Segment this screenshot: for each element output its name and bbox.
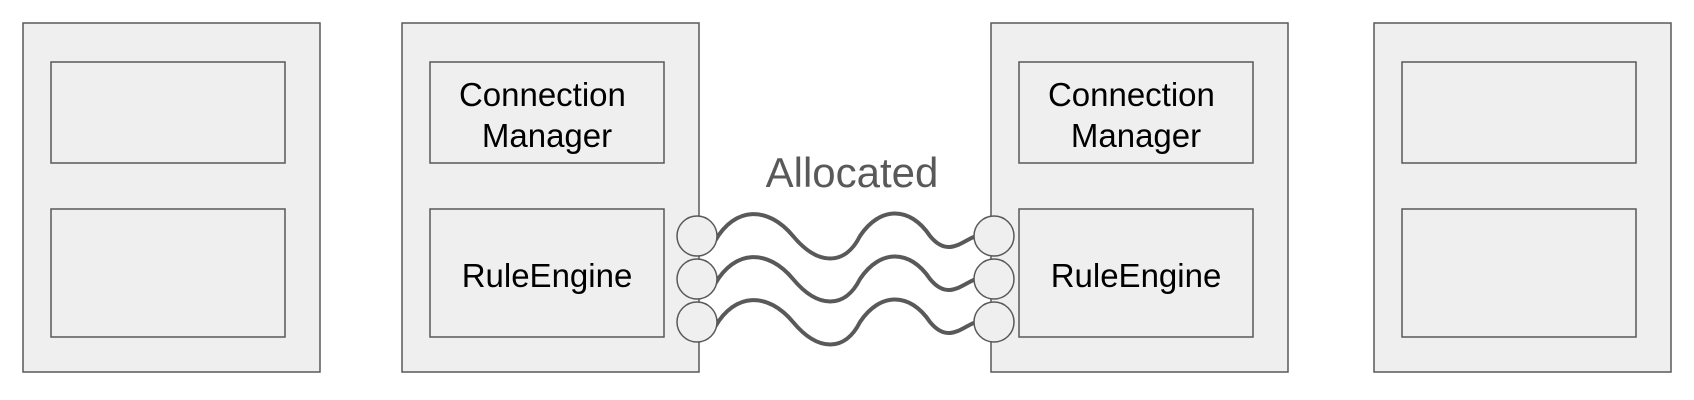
left-connection-manager-box bbox=[429, 61, 665, 164]
left-connection-manager-line2: Manager bbox=[482, 117, 612, 154]
connection-wave-2 bbox=[713, 254, 978, 304]
allocated-connections bbox=[676, 211, 1015, 347]
left-port-3 bbox=[676, 301, 718, 343]
left-connection-manager-line1: Connection bbox=[459, 76, 626, 113]
right-server-node: Connection Manager RuleEngine bbox=[990, 22, 1289, 373]
left-outer-bottom-component bbox=[50, 208, 286, 338]
left-outer-top-component bbox=[50, 61, 286, 164]
left-port-1 bbox=[676, 215, 718, 257]
connection-wave-1 bbox=[713, 211, 978, 261]
left-outer-node bbox=[22, 22, 321, 373]
right-connection-manager-label: Connection Manager bbox=[1048, 76, 1224, 154]
right-port-1 bbox=[973, 215, 1015, 257]
right-connection-manager-line2: Manager bbox=[1071, 117, 1201, 154]
right-rule-engine-label: RuleEngine bbox=[1051, 257, 1222, 294]
allocated-label: Allocated bbox=[766, 149, 939, 196]
left-server-node: Connection Manager RuleEngine bbox=[401, 22, 700, 373]
right-rule-engine-box bbox=[1018, 208, 1254, 338]
left-connection-manager-label: Connection Manager bbox=[459, 76, 635, 154]
left-rule-engine-box bbox=[429, 208, 665, 338]
connection-wave-3 bbox=[713, 297, 978, 347]
right-outer-top-component bbox=[1401, 61, 1637, 164]
right-outer-bottom-component bbox=[1401, 208, 1637, 338]
right-connection-manager-box bbox=[1018, 61, 1254, 164]
left-port-2 bbox=[676, 258, 718, 300]
right-port-2 bbox=[973, 258, 1015, 300]
right-port-3 bbox=[973, 301, 1015, 343]
right-outer-node bbox=[1373, 22, 1672, 373]
left-rule-engine-label: RuleEngine bbox=[462, 257, 633, 294]
right-connection-manager-line1: Connection bbox=[1048, 76, 1215, 113]
